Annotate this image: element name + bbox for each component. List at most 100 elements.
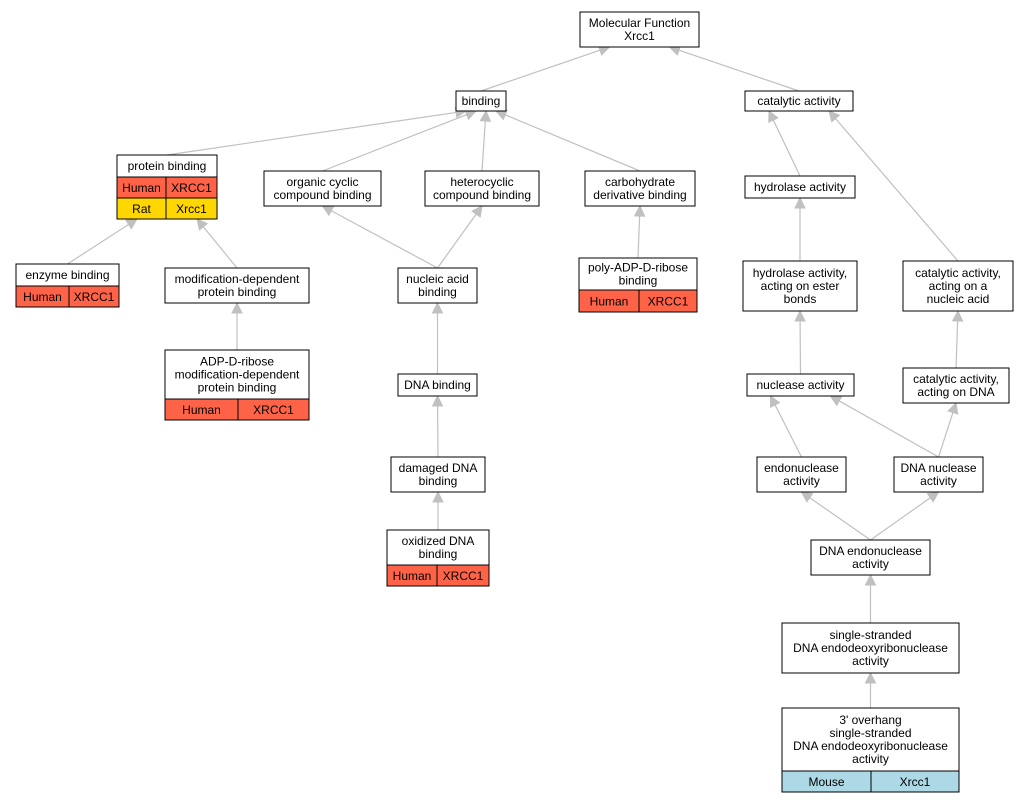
go-term-label-line: nucleic acid	[406, 272, 469, 286]
edge-line	[870, 497, 931, 541]
edge-arrowhead	[794, 309, 806, 322]
edge-line	[480, 49, 601, 92]
go-term-box	[579, 11, 700, 48]
go-term-box	[397, 373, 478, 397]
edge-arrowhead	[769, 395, 781, 408]
edge-line	[835, 118, 959, 262]
go-term-label-line: bonds	[784, 292, 817, 306]
go-term-node[interactable]: DNA binding	[397, 373, 478, 397]
edge-arrowhead	[125, 218, 138, 230]
go-term-label-line: catalytic activity,	[915, 266, 1001, 280]
edge-line	[937, 412, 954, 458]
go-term-label-line: modification-dependent	[175, 368, 300, 382]
species-label: Mouse	[808, 775, 844, 789]
edge-arrowhead	[196, 218, 209, 231]
edge-line	[838, 400, 939, 458]
edge-arrowhead	[432, 490, 444, 503]
go-term-label-line: acting on DNA	[917, 385, 994, 399]
go-term-label-line: poly-ADP-D-ribose	[588, 261, 688, 275]
go-term-node[interactable]: nuclease activity	[746, 373, 855, 397]
go-term-label-line: acting on a	[929, 279, 988, 293]
edge-arrowhead	[864, 573, 877, 586]
edge-arrowhead	[829, 395, 843, 407]
go-term-label-line: oxidized DNA	[402, 534, 475, 548]
species-label: Rat	[132, 202, 151, 216]
edge-arrowhead	[231, 301, 243, 314]
gene-label: XRCC1	[74, 290, 115, 304]
go-term-label-line: organic cyclic	[286, 175, 358, 189]
go-term-label-line: binding	[419, 547, 458, 561]
go-term-label-line: protein binding	[128, 159, 207, 173]
go-term-label-line: DNA endonuclease	[819, 544, 922, 558]
gene-cell	[237, 398, 310, 421]
go-term-box	[397, 267, 478, 304]
edge-arrowhead	[794, 196, 806, 209]
edge-line	[437, 213, 477, 269]
go-term-label-line: 3' overhang	[839, 713, 901, 727]
edge-line	[955, 320, 959, 369]
go-term-node[interactable]: catalytic activity	[744, 90, 854, 112]
go-term-box	[742, 260, 858, 312]
go-term-label-line: DNA binding	[404, 378, 471, 392]
go-term-label-line: Molecular Function	[589, 16, 690, 30]
go-term-label-line: hydrolase activity	[754, 180, 846, 194]
go-term-box	[781, 622, 960, 674]
go-term-label-line: protein binding	[198, 285, 277, 299]
edge-arrowhead	[951, 309, 964, 322]
go-term-label-line: single-stranded	[829, 726, 911, 740]
go-term-label-line: binding	[462, 94, 501, 108]
species-label: Human	[182, 403, 221, 417]
go-term-label-line: ADP-D-ribose	[200, 355, 274, 369]
go-term-box	[386, 529, 490, 566]
go-term-label-line: compound binding	[273, 188, 371, 202]
gene-cell	[436, 564, 490, 587]
edge-arrowhead	[494, 109, 508, 121]
go-term-label-line: enzyme binding	[25, 268, 109, 282]
edge-arrowhead	[800, 491, 814, 503]
go-term-label-line: binding	[619, 274, 658, 288]
go-term-box	[455, 90, 507, 112]
go-term-node[interactable]: ADP-D-ribosemodification-dependentprotei…	[164, 349, 310, 421]
go-term-label-line: catalytic activity,	[913, 372, 999, 386]
edge-arrowhead	[828, 110, 841, 123]
go-term-node[interactable]: catalytic activity,acting on DNA	[902, 367, 1010, 404]
go-term-label-line: activity	[852, 557, 889, 571]
go-term-box	[164, 267, 310, 304]
go-term-label-line: compound binding	[433, 188, 531, 202]
edge-line	[809, 497, 871, 541]
edge-arrowhead	[926, 491, 940, 503]
go-term-label-line: Xrcc1	[624, 29, 655, 43]
go-term-box	[578, 257, 698, 291]
edge-line	[331, 210, 438, 269]
go-term-node[interactable]: binding	[455, 90, 507, 112]
go-term-box	[164, 349, 310, 400]
edge-arrowhead	[479, 109, 492, 122]
go-term-label-line: carbohydrate	[605, 175, 675, 189]
go-term-label-line: protein binding	[198, 381, 277, 395]
go-term-label-line: acting on ester	[761, 279, 840, 293]
go-term-node[interactable]: hydrolase activity	[744, 175, 856, 199]
gene-label: XRCC1	[253, 403, 294, 417]
edge-line	[678, 49, 800, 92]
go-term-label-line: DNA endodeoxyribonuclease	[793, 641, 948, 655]
